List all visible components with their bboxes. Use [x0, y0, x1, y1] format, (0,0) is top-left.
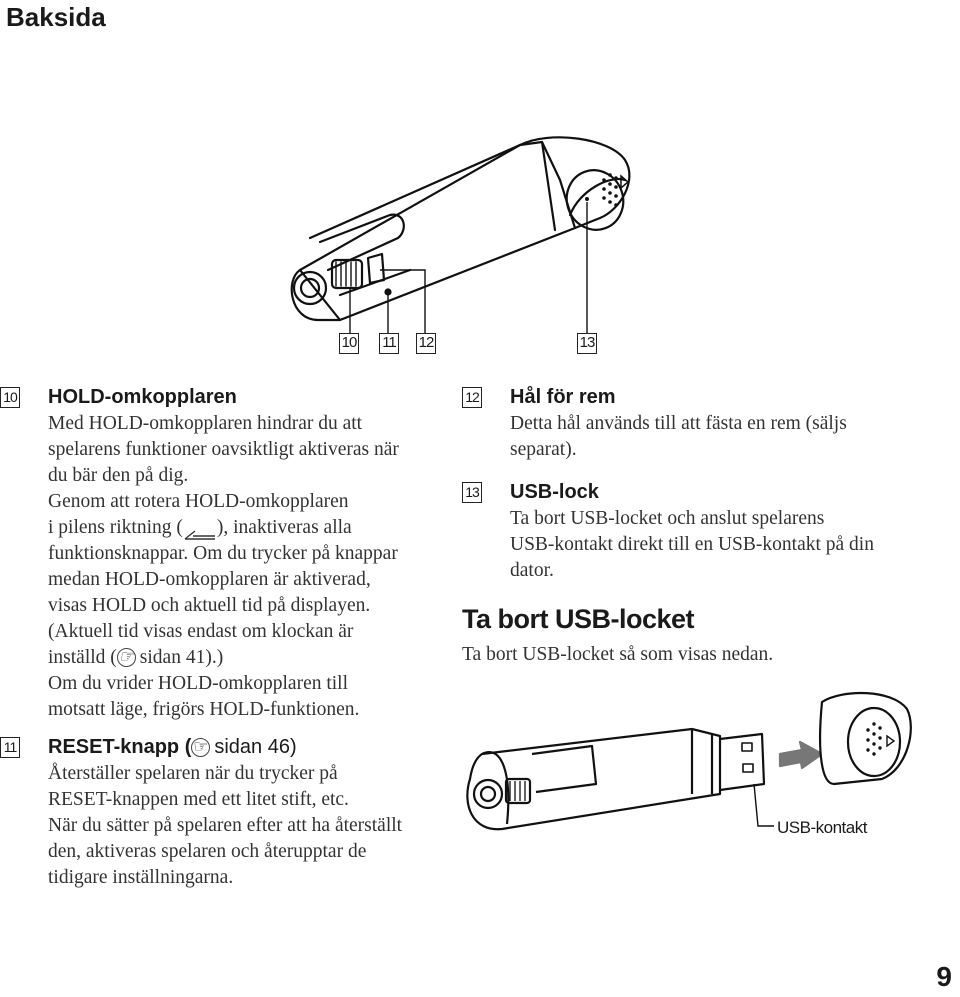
callout-badge: 13: [577, 333, 597, 354]
section-heading: Ta bort USB-locket: [462, 604, 695, 634]
arrow-left-icon: [183, 523, 217, 540]
item-number-badge: 13: [462, 482, 482, 503]
player-rear-illustration: [290, 136, 631, 333]
text-line: tidigare inställningarna.: [48, 867, 234, 888]
text-fragment: inställd (: [48, 647, 117, 668]
text-fragment: i pilens riktning (: [48, 517, 183, 538]
callout-badge: 11: [379, 333, 399, 354]
item-title: USB-lock: [510, 481, 599, 503]
text-line: När du sätter på spelaren efter att ha å…: [48, 815, 403, 836]
usb-cap-removal-illustration: [466, 691, 912, 831]
figure-label: USB-kontakt: [777, 818, 867, 837]
callout-badge: 10: [339, 333, 359, 354]
text-line: Ta bort USB-locket och anslut spelarens: [510, 508, 825, 529]
text-line: den, aktiveras spelaren och återupptar d…: [48, 841, 367, 862]
text-line: Med HOLD-omkopplaren hindrar du att: [48, 413, 363, 434]
text-line: RESET-knappen med ett litet stift, etc.: [48, 789, 349, 810]
text-line: (Aktuell tid visas endast om klockan är: [48, 621, 354, 642]
text-line: funktionsknappar. Om du trycker på knapp…: [48, 543, 398, 564]
item-title: Hål för rem: [510, 386, 616, 408]
text-line: separat).: [510, 439, 577, 460]
hand-pointer-icon: ☞: [191, 737, 211, 757]
item-description: Ta bort USB-locket och anslut spelarens …: [510, 506, 874, 584]
text-line: dator.: [510, 560, 554, 581]
text-line: Genom att rotera HOLD-omkopplaren: [48, 491, 349, 512]
text-line: USB-kontakt direkt till en USB-kontakt p…: [510, 534, 874, 555]
text-line: Återställer spelaren när du trycker på: [48, 763, 338, 784]
text-line: medan HOLD-omkopplaren är aktiverad,: [48, 569, 371, 590]
text-line: du bär den på dig.: [48, 465, 189, 486]
callout-badge: 12: [416, 333, 436, 354]
item-title: RESET-knapp (☞sidan 46): [48, 734, 297, 760]
text-line: Detta hål används till att fästa en rem …: [510, 413, 847, 434]
item-description: Detta hål används till att fästa en rem …: [510, 411, 847, 463]
text-line: motsatt läge, frigörs HOLD-funktionen.: [48, 699, 360, 720]
item-number-badge: 11: [0, 737, 20, 758]
page-title: Baksida: [6, 2, 106, 32]
page-number: 9: [936, 961, 952, 992]
hand-pointer-icon: ☞: [116, 647, 136, 667]
text-line: i pilens riktning ( ), inaktiveras alla: [48, 515, 399, 541]
item-number-badge: 10: [0, 387, 20, 408]
text-line: spelarens funktioner oavsiktligt aktiver…: [48, 439, 399, 460]
page-reference: sidan 46): [214, 736, 297, 758]
item-title: HOLD-omkopplaren: [48, 386, 237, 408]
page-reference: sidan 41).): [139, 647, 224, 668]
item-description: Med HOLD-omkopplaren hindrar du att spel…: [48, 411, 399, 723]
section-description: Ta bort USB-locket så som visas nedan.: [462, 644, 774, 665]
item-description: Återställer spelaren när du trycker på R…: [48, 761, 402, 891]
text-line: Om du vrider HOLD-omkopplaren till: [48, 673, 349, 694]
text-fragment: ), inaktiveras alla: [216, 517, 352, 538]
item-title-text: RESET-knapp (: [48, 736, 192, 758]
text-line: inställd (☞sidan 41).): [48, 645, 399, 671]
text-line: visas HOLD och aktuell tid på displayen.: [48, 595, 371, 616]
item-number-badge: 12: [462, 387, 482, 408]
